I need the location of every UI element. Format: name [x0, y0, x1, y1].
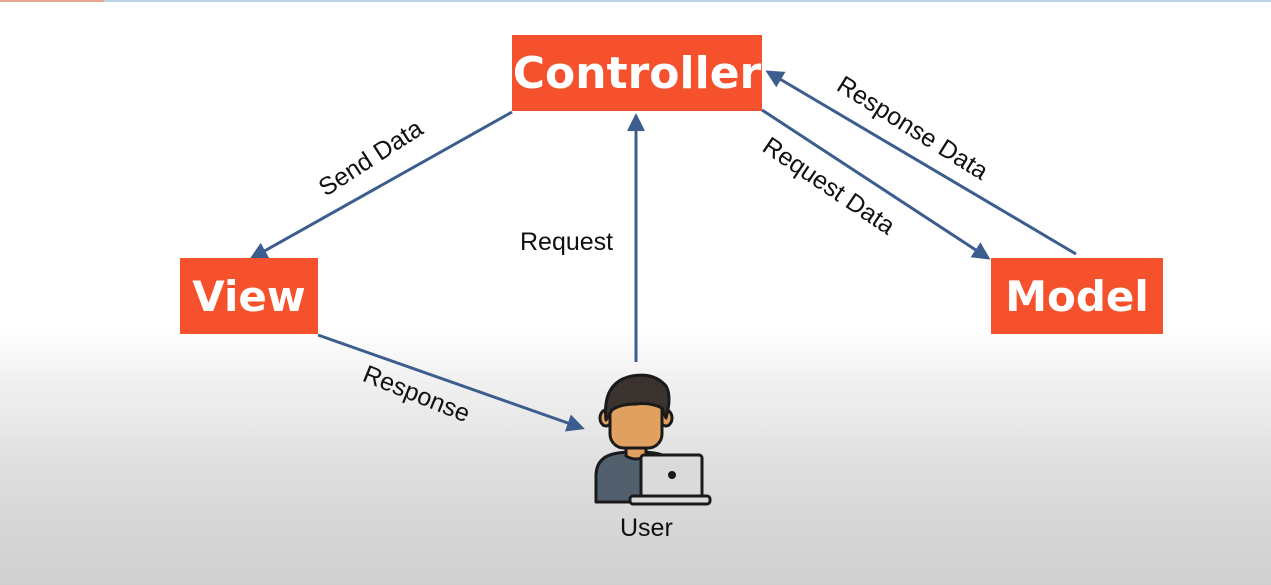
user-label: User: [620, 514, 673, 542]
arrow-response: [317, 333, 585, 432]
top-border: [0, 0, 1271, 2]
model-box: Model: [991, 258, 1163, 334]
top-border-accent: [0, 0, 104, 2]
arrow-response-data: [765, 70, 1077, 256]
label-request: Request: [520, 228, 614, 256]
arrow-send-data: [249, 110, 513, 260]
view-box: View: [180, 258, 318, 334]
arrow-request-data: [761, 108, 991, 260]
controller-box: Controller: [512, 35, 762, 111]
